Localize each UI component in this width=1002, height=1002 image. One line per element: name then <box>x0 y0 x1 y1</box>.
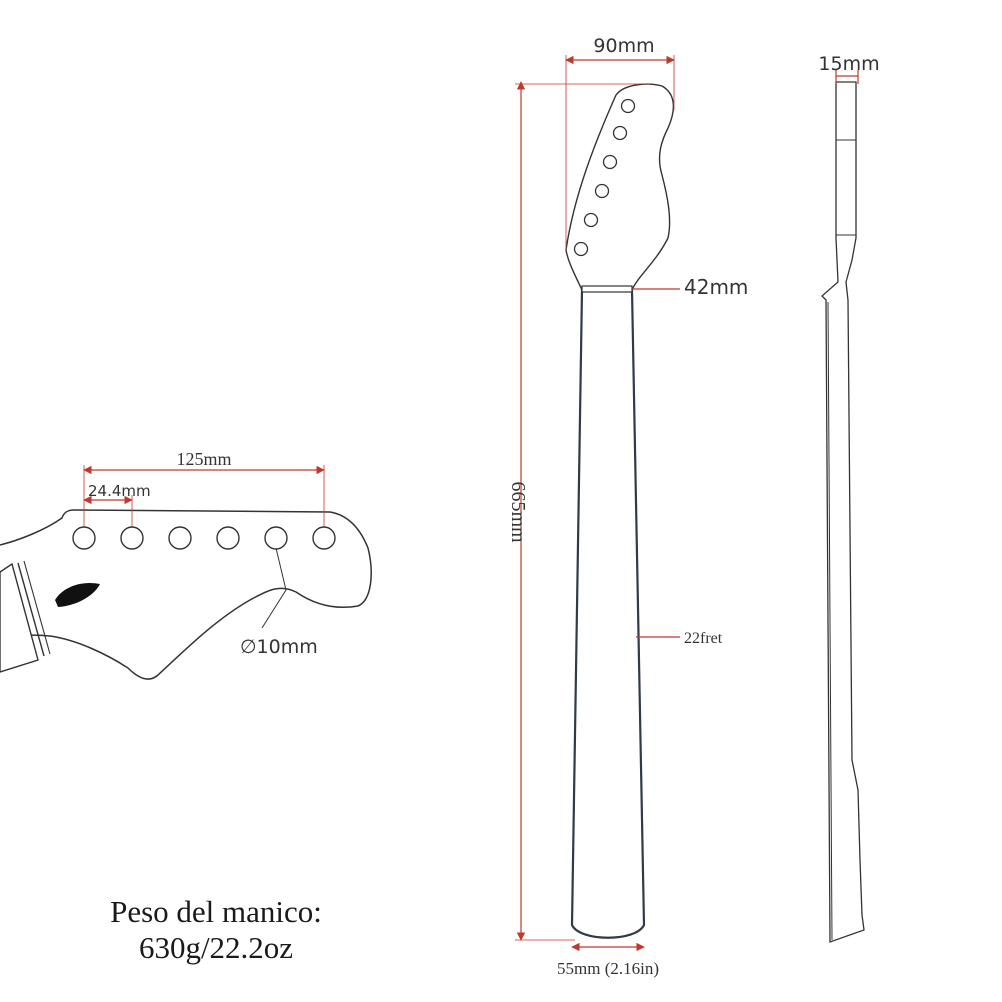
detail-nut-line <box>17 562 45 657</box>
front-tuner-hole <box>583 212 599 228</box>
detail-tuner-hole <box>216 526 240 550</box>
detail-tuner-hole <box>264 526 288 550</box>
detail-fretboard <box>0 562 39 673</box>
label-weight-title: Peso del manico: <box>110 894 322 929</box>
detail-tuner-hole <box>168 526 192 550</box>
label-heel-width: 55mm (2.16in) <box>557 959 659 978</box>
label-tuner-span: 125mm <box>176 449 231 469</box>
label-total-length: 665mm <box>507 481 529 543</box>
front-tuner-hole <box>602 154 618 170</box>
label-frets: 22fret <box>684 630 723 647</box>
front-tuner-hole <box>620 98 636 114</box>
hole-diameter-leader <box>261 547 287 629</box>
detail-tuner-hole <box>312 526 336 550</box>
front-tuner-hole <box>612 125 628 141</box>
side-fretboard-edge <box>827 301 833 941</box>
label-weight-value: 630g/22.2oz <box>139 930 293 965</box>
detail-nut-line-2 <box>23 560 51 655</box>
side-view <box>821 70 865 943</box>
detail-tuner-hole <box>120 526 144 550</box>
nut <box>581 285 633 293</box>
label-tuner-spacing: 24.4mm <box>88 482 151 500</box>
headstock-detail <box>0 465 372 680</box>
fretboard <box>570 288 646 939</box>
label-hole-diameter: ∅10mm <box>240 636 318 658</box>
detail-tuner-holes <box>72 526 336 550</box>
truss-rod-cover <box>55 582 100 607</box>
front-tuner-hole <box>594 183 610 199</box>
front-tuner-holes <box>573 98 636 257</box>
label-nut-width: 42mm <box>684 275 748 299</box>
detail-tuner-hole <box>72 526 96 550</box>
dimensions <box>515 55 680 952</box>
label-headstock-width: 90mm <box>593 35 654 57</box>
front-tuner-hole <box>573 241 589 257</box>
detail-headstock-outline <box>0 509 372 680</box>
headstock-outline <box>565 83 675 291</box>
label-side-thickness: 15mm <box>818 53 879 75</box>
front-view <box>565 83 680 939</box>
side-profile <box>821 81 865 943</box>
